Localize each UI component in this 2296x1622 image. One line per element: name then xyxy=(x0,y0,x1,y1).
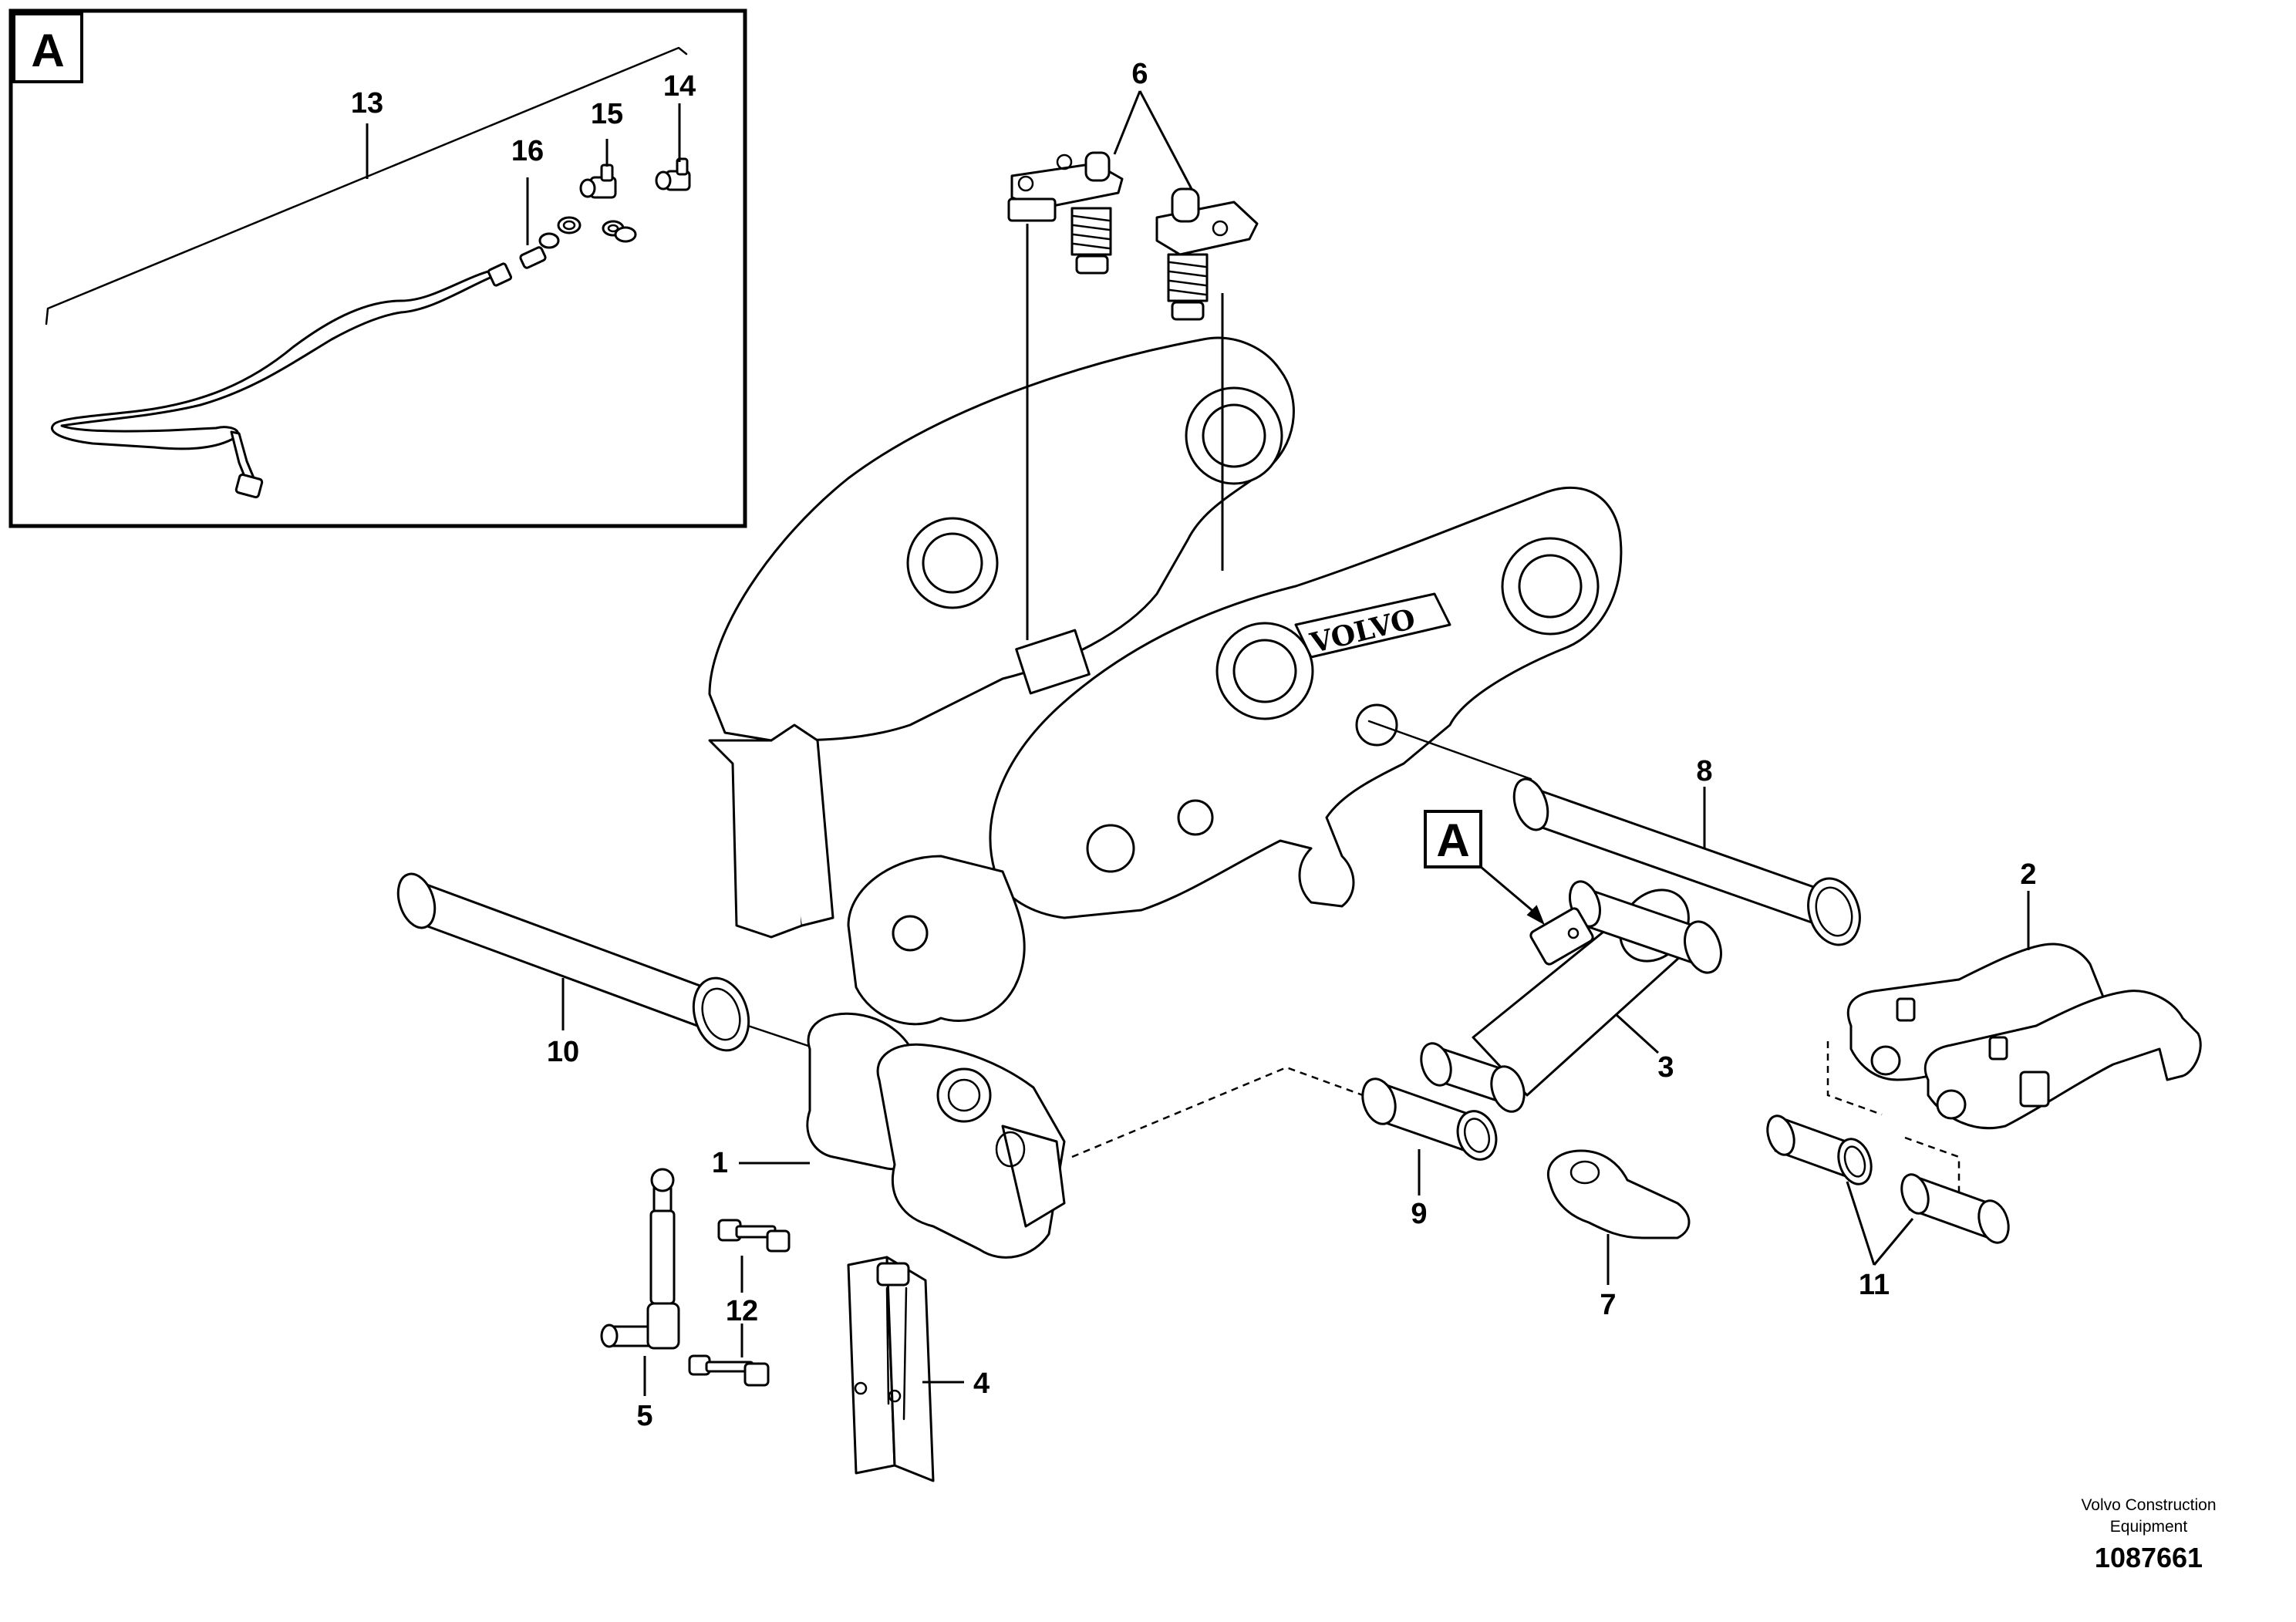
bolt-12-lower xyxy=(688,1354,770,1387)
callout-8: 8 xyxy=(1696,755,1712,787)
part-16-adapter xyxy=(519,177,582,269)
part-6-spring-locks: 6 xyxy=(1007,58,1259,640)
part-8-pin: 8 xyxy=(1367,720,1861,946)
alignment-dashed-line xyxy=(1071,1066,1428,1158)
callout-3: 3 xyxy=(1657,1051,1674,1084)
part-11-pins: 11 xyxy=(1766,1114,2010,1301)
bolt-12-upper xyxy=(717,1219,791,1253)
callout-5: 5 xyxy=(636,1400,652,1432)
pin-11-upper xyxy=(1766,1114,1873,1185)
part-4-latch-plate: 4 xyxy=(847,1256,990,1482)
callout-10: 10 xyxy=(547,1036,579,1068)
part-10-pin: 10 xyxy=(396,872,819,1068)
pin-11-lower xyxy=(1900,1173,2010,1244)
spring-lock-left xyxy=(1007,151,1124,275)
part-9-pin: 9 xyxy=(1361,1077,1498,1230)
part-13-hydraulic-line xyxy=(45,46,688,499)
callout-15: 15 xyxy=(591,98,623,130)
callout-6: 6 xyxy=(1131,58,1148,90)
callout-1: 1 xyxy=(712,1147,728,1179)
callout-13: 13 xyxy=(351,87,383,120)
part-12-bolts: 12 xyxy=(688,1219,791,1387)
drawing-footer: Volvo Construction Equipment 1087661 xyxy=(2081,1496,2216,1573)
callout-14: 14 xyxy=(663,70,696,103)
part-3-cylinder: 3 xyxy=(1420,880,1722,1113)
callout-9: 9 xyxy=(1411,1198,1427,1230)
part-2-hook-link: 2 xyxy=(1826,858,2202,1203)
inset-detail-a: A xyxy=(8,8,747,528)
part-15-fitting xyxy=(579,139,637,243)
part-7-link: 7 xyxy=(1546,1149,1691,1321)
company-name-line1: Volvo Construction xyxy=(2081,1496,2216,1514)
inset-label-box xyxy=(12,12,83,83)
callout-2: 2 xyxy=(2020,858,2036,891)
part-5-gas-spring: 5 xyxy=(600,1168,680,1432)
company-name-line2: Equipment xyxy=(2110,1518,2188,1536)
coupler-frame: VOLVO xyxy=(708,336,1623,1026)
callout-12: 12 xyxy=(726,1295,758,1327)
callout-16: 16 xyxy=(511,135,544,167)
part-1-hook: 1 xyxy=(712,1012,1066,1259)
part-14-fitting xyxy=(655,103,691,191)
callout-7: 7 xyxy=(1600,1289,1616,1321)
spring-lock-right xyxy=(1155,187,1259,321)
detail-marker-label: A xyxy=(1436,814,1469,866)
inset-label: A xyxy=(31,25,64,76)
callout-11: 11 xyxy=(1859,1269,1890,1301)
detail-marker-a: A xyxy=(1424,810,1545,926)
callout-4: 4 xyxy=(973,1367,990,1400)
drawing-number: 1087661 xyxy=(2095,1542,2203,1573)
